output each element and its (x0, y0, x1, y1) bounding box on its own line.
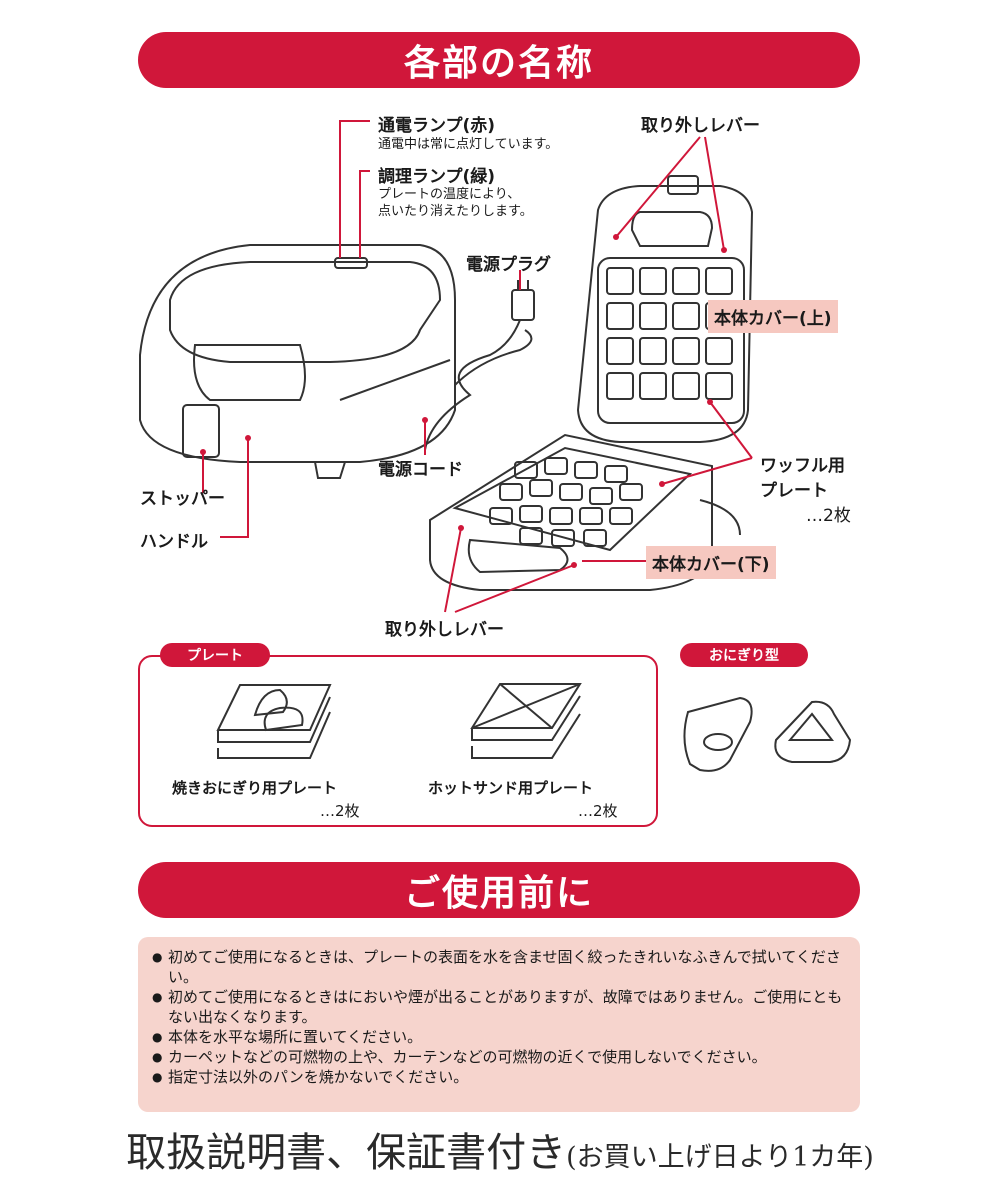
handle-label: ハンドル (140, 532, 208, 552)
onigiri-mold-illustration (683, 696, 852, 772)
hotsand-plate-count: …2枚 (578, 802, 618, 820)
cook-lamp-description-2: 点いたり消えたりします。 (378, 204, 533, 219)
footer-main: 取扱説明書、保証書付き (126, 1130, 567, 1176)
notes-box: 初めてご使用になるときは、プレートの表面を水を含ませ固く絞ったきれいなふきんで拭… (138, 937, 860, 1112)
note-item: 指定寸法以外のパンを焼かないでください。 (152, 1067, 846, 1087)
power-lamp-description: 通電中は常に点灯しています。 (378, 137, 559, 152)
note-item: カーペットなどの可燃物の上や、カーテンなどの可燃物の近くで使用しないでください。 (152, 1047, 846, 1067)
waffle-plate-label-1: ワッフル用 (760, 456, 845, 476)
footer-paren: (お買い上げ日より1カ年) (566, 1142, 874, 1173)
footer-caption: 取扱説明書、保証書付き(お買い上げ日より1カ年) (0, 1120, 1000, 1178)
waffle-plate-count: …2枚 (806, 506, 851, 526)
release-lever-bottom-label: 取り外しレバー (385, 620, 504, 640)
hotsand-plate-label: ホットサンド用プレート (428, 779, 594, 797)
waffle-plate-label-2: プレート (760, 481, 828, 501)
onigiri-plate-count: …2枚 (320, 802, 360, 820)
cover-lower-label: 本体カバー(下) (646, 546, 776, 579)
stopper-label: ストッパー (140, 489, 225, 509)
plate-accessories-box (138, 655, 658, 827)
upper-waffle-grid (606, 267, 733, 400)
power-lamp-label: 通電ランプ(赤) (378, 116, 496, 136)
stopper-shape (182, 404, 220, 458)
cover-upper-label: 本体カバー(上) (708, 300, 838, 333)
open-maker-lid (576, 185, 754, 443)
onigiri-plate-illustration (216, 684, 332, 759)
note-item: 初めてご使用になるときはにおいや煙が出ることがありますが、故障ではありません。ご… (152, 987, 846, 1027)
parts-banner: 各部の名称 (138, 32, 860, 88)
cook-lamp-description-1: プレートの温度により、 (378, 187, 521, 202)
note-item: 初めてご使用になるときは、プレートの表面を水を含ませ固く絞ったきれいなふきんで拭… (152, 947, 846, 987)
lower-waffle-grid (489, 457, 643, 547)
note-item: 本体を水平な場所に置いてください。 (152, 1027, 846, 1047)
hotsand-plate-illustration (470, 683, 582, 759)
cord-label: 電源コード (378, 460, 463, 480)
release-lever-top-label: 取り外しレバー (641, 116, 760, 136)
cook-lamp-label: 調理ランプ(緑) (378, 167, 496, 187)
plug-shape (511, 289, 535, 321)
plate-pill: プレート (160, 643, 270, 667)
plug-label: 電源プラグ (466, 255, 551, 275)
onigiri-mold-pill: おにぎり型 (680, 643, 808, 667)
closed-maker-body (139, 244, 456, 463)
onigiri-plate-label: 焼きおにぎり用プレート (172, 779, 338, 797)
before-use-banner: ご使用前に (138, 862, 860, 918)
